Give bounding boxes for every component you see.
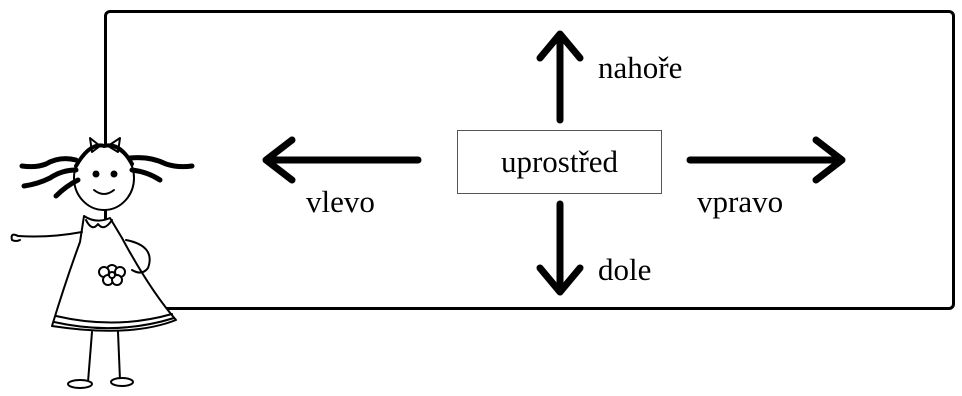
down-label: dole	[598, 252, 652, 287]
arrow-left-icon	[262, 136, 422, 184]
girl-figure-illustration	[10, 137, 195, 389]
center-label: uprostřed	[500, 144, 619, 179]
left-label: vlevo	[306, 184, 375, 219]
arrow-down-icon	[536, 200, 584, 296]
arrow-right-icon	[686, 136, 846, 184]
right-label: vpravo	[697, 184, 784, 219]
up-label: nahoře	[598, 50, 683, 85]
center-label-box: uprostřed	[457, 130, 662, 194]
flower-icon	[98, 264, 126, 286]
arrow-up-icon	[536, 30, 584, 124]
